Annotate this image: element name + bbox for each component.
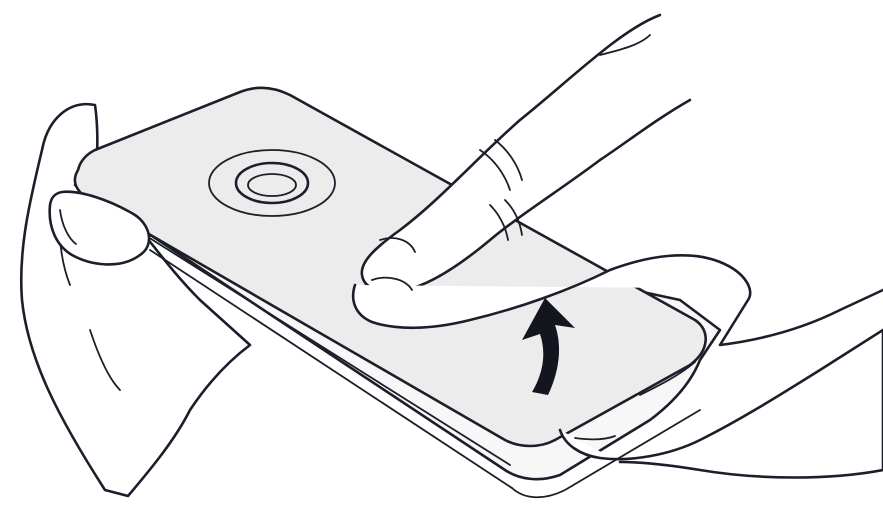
cover-removal-illustration — [0, 0, 883, 509]
